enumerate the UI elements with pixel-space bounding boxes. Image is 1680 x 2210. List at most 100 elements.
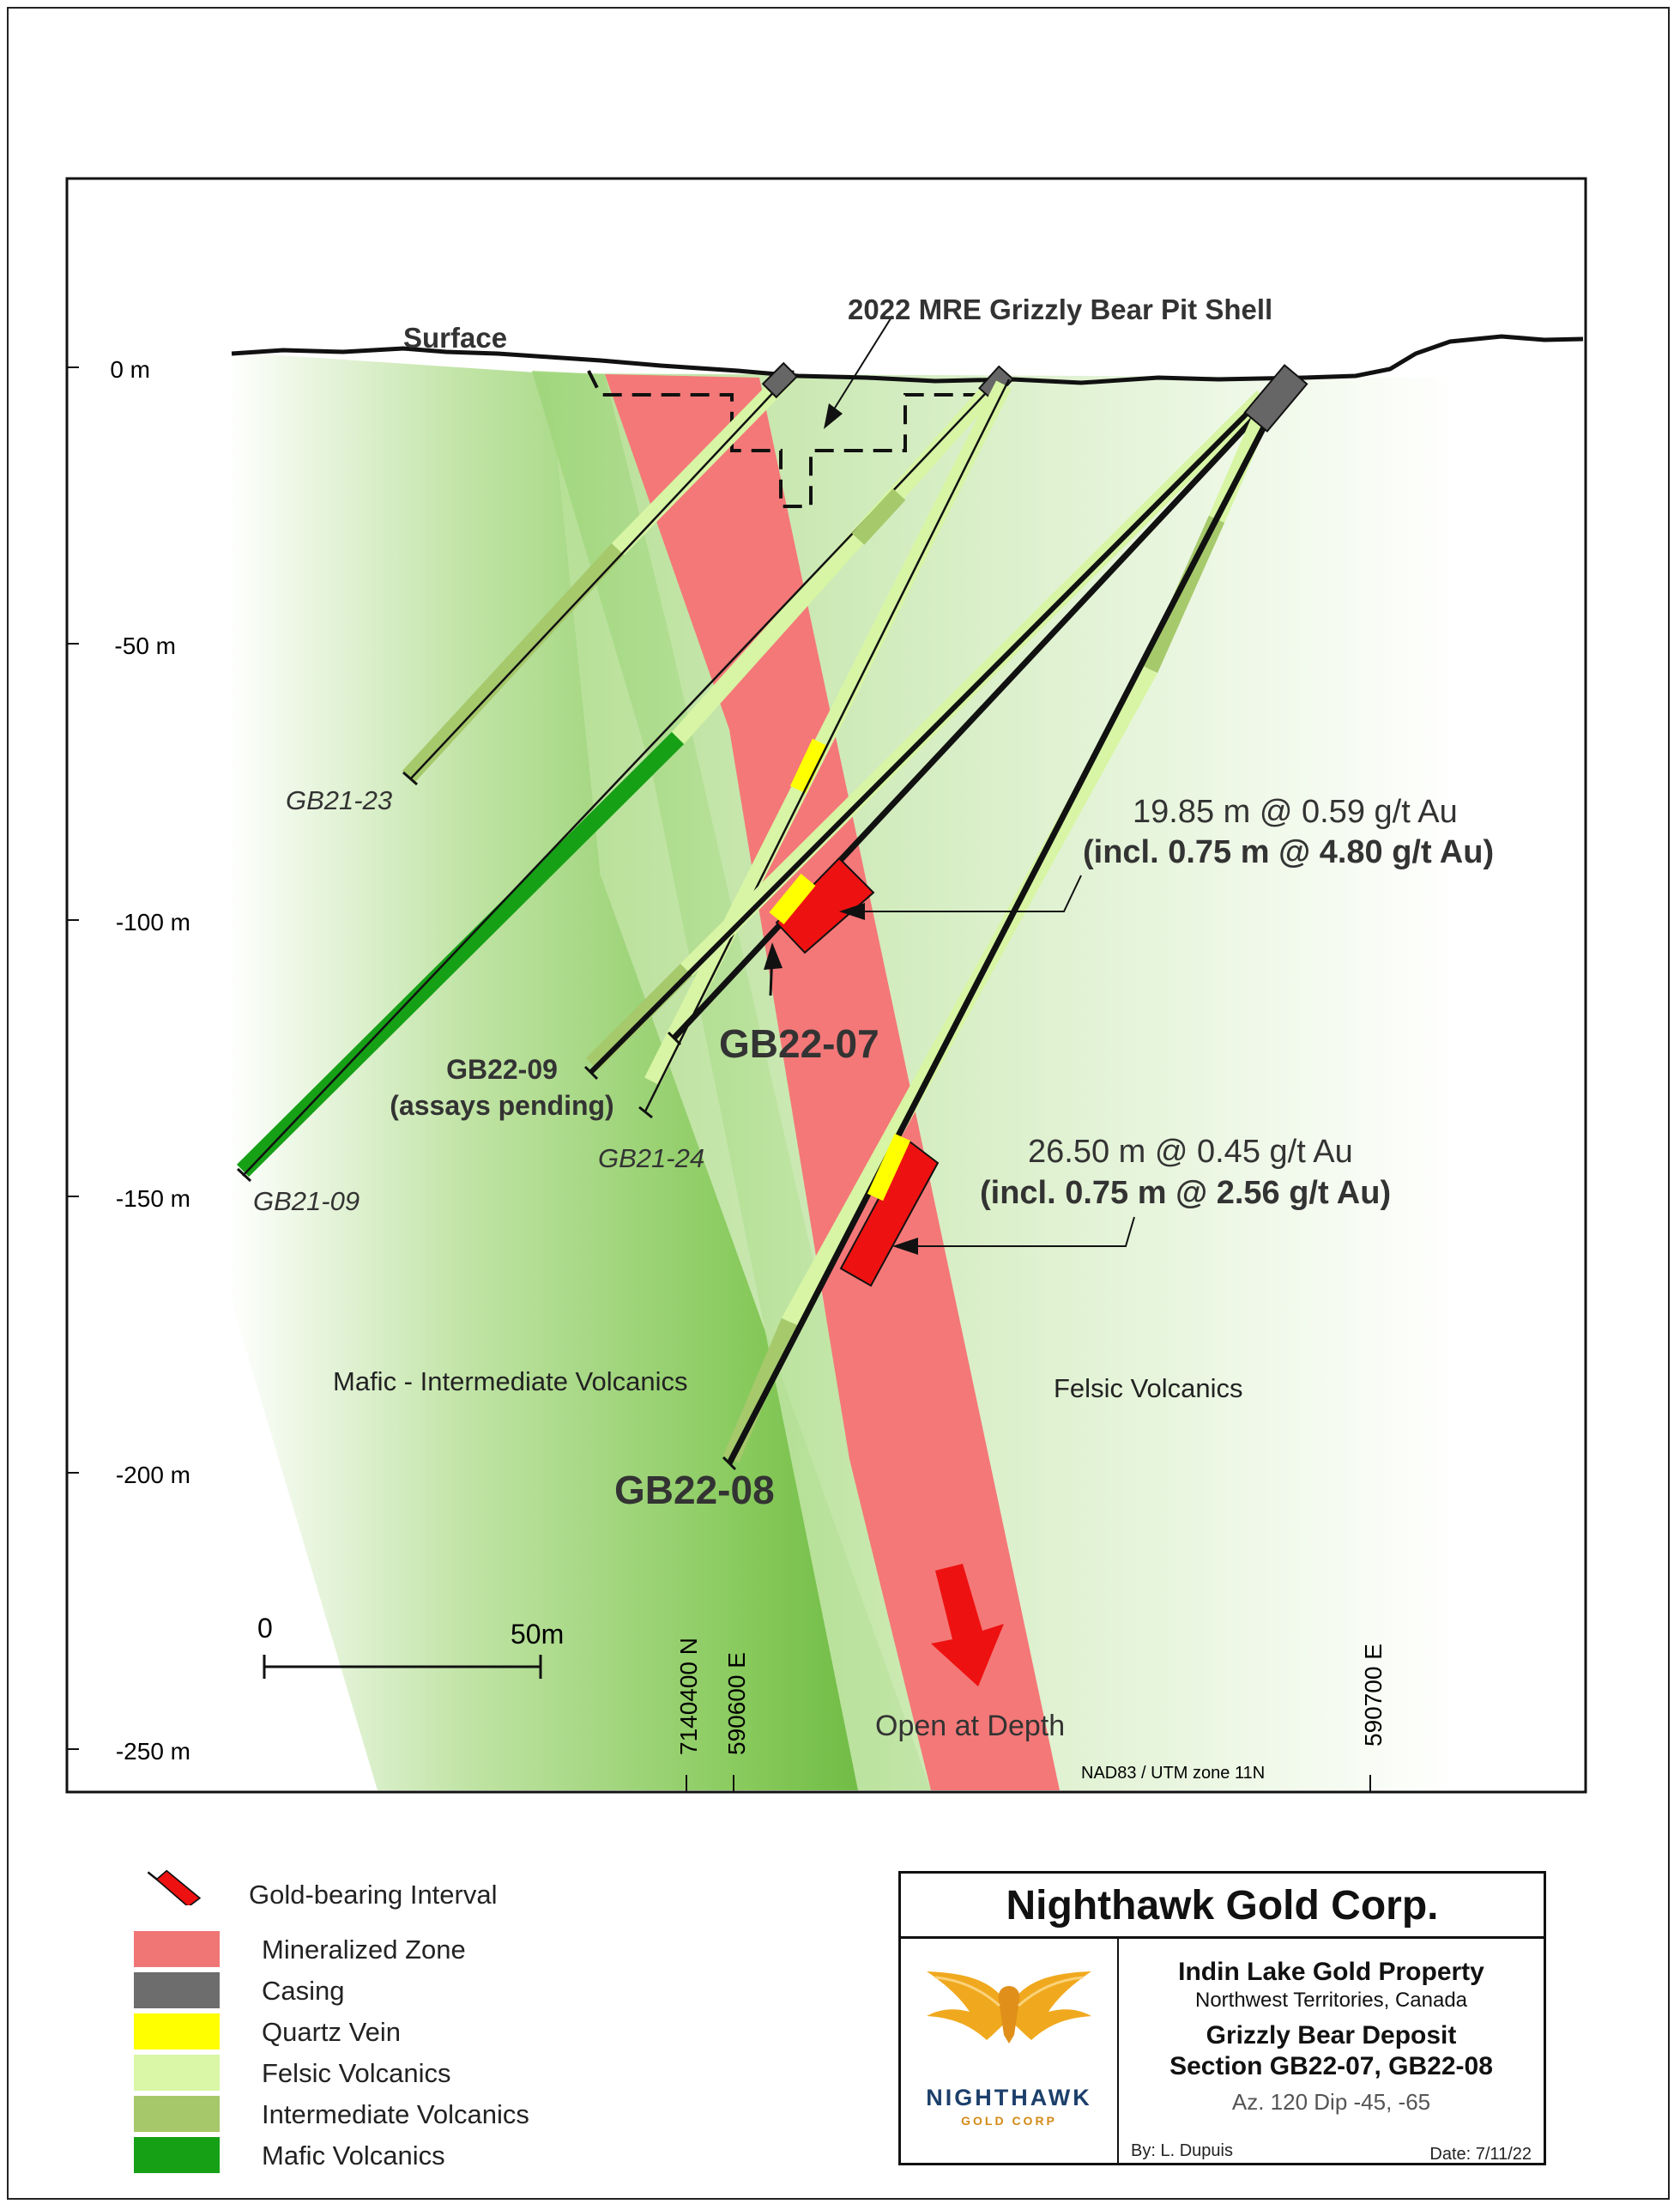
legend-swatch xyxy=(134,2055,220,2091)
logo-subwordmark: GOLD CORP xyxy=(961,2114,1057,2128)
depth-label: -150 m xyxy=(116,1185,190,1212)
company-name: Nighthawk Gold Corp. xyxy=(901,1874,1544,1939)
projection-label: NAD83 / UTM zone 11N xyxy=(1081,1764,1265,1783)
legend-item-felsic: Felsic Volcanics xyxy=(129,2055,729,2092)
gold-interval-icon xyxy=(147,1869,202,1905)
intermediate-volcanic-band xyxy=(532,371,935,1790)
pit-shell-leader xyxy=(831,315,893,413)
property-location: Northwest Territories, Canada xyxy=(1194,1989,1468,2012)
hole-end-cap xyxy=(638,1105,653,1119)
eagle-logo-icon xyxy=(927,1971,1091,2043)
grid-label-easting: 590600 E xyxy=(723,1652,750,1755)
title-block: Nighthawk Gold Corp. NIGHTHAWK GOLD CORP… xyxy=(898,1871,1546,2165)
hole-gb21-23-intermediate xyxy=(402,543,625,783)
cross-section-diagram: 0 m -50 m -100 m -150 m -200 m -250 m 71… xyxy=(65,177,1587,1794)
depth-label: -50 m xyxy=(114,633,176,659)
mafic-intermediate-area xyxy=(227,352,931,1790)
hole-gb21-23-casing xyxy=(761,361,799,399)
surface-line xyxy=(231,334,1584,385)
surface-label: Surface xyxy=(403,322,507,354)
open-at-depth-label: Open at Depth xyxy=(875,1710,1065,1742)
scale-bar-start: 0 xyxy=(257,1613,273,1644)
gb22-07-leader xyxy=(856,875,1082,912)
legend-label: Felsic Volcanics xyxy=(262,2058,451,2088)
legend-item-gold-interval: Gold-bearing Interval xyxy=(129,1869,729,1910)
pit-shell-arrowhead xyxy=(824,403,843,429)
title-info: Indin Lake Gold Property Northwest Terri… xyxy=(1119,1939,1544,2164)
legend-swatch xyxy=(134,2096,220,2132)
hole-gb21-24-quartz xyxy=(789,738,829,794)
legend-swatch xyxy=(134,1972,220,2008)
depth-label: -250 m xyxy=(116,1738,190,1765)
hole-end-cap xyxy=(402,771,418,786)
hole-label-gb22-08: GB22-08 xyxy=(614,1468,775,1512)
hole-gb22-casing xyxy=(1243,364,1308,433)
gb22-08-gold-interval xyxy=(839,1140,940,1287)
hole-gb21-24-trace xyxy=(644,378,1011,1112)
hole-end-cap xyxy=(236,1167,252,1183)
intercept-gb22-07-incl: (incl. 0.75 m @ 4.80 g/t Au) xyxy=(1083,834,1494,870)
legend-item-mineralized-zone: Mineralized Zone xyxy=(129,1931,729,1969)
pit-shell-label: 2022 MRE Grizzly Bear Pit Shell xyxy=(848,294,1272,325)
pit-shell-outline xyxy=(587,370,988,508)
section-name: Section GB22-07, GB22-08 xyxy=(1169,2052,1493,2080)
logo-wordmark: NIGHTHAWK xyxy=(926,2085,1092,2110)
hole-label-gb21-24: GB21-24 xyxy=(598,1143,704,1173)
grid-label-northing: 7140400 N xyxy=(675,1638,702,1755)
deposit-name: Grizzly Bear Deposit xyxy=(1206,2021,1457,2050)
section-orientation: Az. 120 Dip -45, -65 xyxy=(1231,2089,1431,2115)
hole-gb21-09-felsic xyxy=(671,376,1004,744)
intercept-gb22-07-main: 19.85 m @ 0.59 g/t Au xyxy=(1133,794,1458,830)
hole-gb22-07-trace xyxy=(671,390,1281,1041)
hole-label-gb21-09: GB21-09 xyxy=(253,1186,360,1216)
property-name: Indin Lake Gold Property xyxy=(1178,1958,1484,1986)
hole-label-gb22-09-status: (assays pending) xyxy=(390,1090,613,1121)
rock-label-felsic: Felsic Volcanics xyxy=(1054,1373,1243,1403)
legend-item-casing: Casing xyxy=(129,1972,729,2010)
scale-bar-end: 50m xyxy=(511,1619,564,1650)
legend-swatch xyxy=(134,2013,220,2050)
rock-label-mafic-intermediate: Mafic - Intermediate Volcanics xyxy=(333,1366,688,1396)
hole-label-gb22-09: GB22-09 xyxy=(446,1054,558,1085)
author: By: L. Dupuis xyxy=(1131,2141,1233,2160)
hole-gb22-09-intermediate xyxy=(585,963,693,1071)
depth-label: -200 m xyxy=(116,1462,190,1488)
date: Date: 7/11/22 xyxy=(1429,2145,1532,2164)
hole-label-gb22-07: GB22-07 xyxy=(719,1021,879,1066)
depth-axis xyxy=(67,366,79,1750)
legend-label: Gold-bearing Interval xyxy=(249,1880,498,1910)
page-frame xyxy=(7,7,1670,2200)
hole-gb21-23-felsic xyxy=(611,369,795,556)
hole-gb22-08-trace xyxy=(726,389,1286,1465)
legend-label: Mineralized Zone xyxy=(262,1935,466,1965)
legend-label: Mafic Volcanics xyxy=(262,2140,445,2171)
mineralized-zone xyxy=(605,374,1060,1790)
hole-gb21-24-felsic xyxy=(644,380,1012,1086)
legend-label: Casing xyxy=(262,1976,345,2006)
legend-label: Intermediate Volcanics xyxy=(262,2099,529,2129)
company-logo: NIGHTHAWK GOLD CORP xyxy=(901,1939,1119,2163)
legend-swatch xyxy=(134,1931,220,1967)
grid-label-easting: 590700 E xyxy=(1360,1644,1387,1747)
hole-gb21-24-intermediate xyxy=(851,488,906,545)
hole-end-cap xyxy=(583,1065,599,1081)
open-at-depth-arrow xyxy=(931,1564,1004,1686)
scale-bar xyxy=(263,1655,542,1679)
gb22-07-leader-arrow xyxy=(839,903,865,920)
legend-label: Quartz Vein xyxy=(262,2017,401,2047)
legend-item-mafic: Mafic Volcanics xyxy=(129,2137,729,2175)
gb22-07-label-pointer-arrow xyxy=(764,942,783,970)
intercept-gb22-08-main: 26.50 m @ 0.45 g/t Au xyxy=(1028,1134,1353,1170)
legend-item-intermediate: Intermediate Volcanics xyxy=(129,2096,729,2134)
intercept-gb22-08-incl: (incl. 0.75 m @ 2.56 g/t Au) xyxy=(980,1175,1391,1211)
gb22-08-quartz-vein xyxy=(867,1133,911,1202)
legend: Gold-bearing Interval Mineralized Zone C… xyxy=(129,1869,729,2189)
depth-label: 0 m xyxy=(110,356,150,383)
gb22-07-quartz-vein xyxy=(769,874,816,924)
hole-gb22-09-trace xyxy=(588,388,1272,1075)
hole-end-cap xyxy=(722,1456,737,1471)
hole-end-cap xyxy=(667,1031,682,1046)
gb22-08-leader-arrow xyxy=(892,1238,918,1255)
depth-label: -100 m xyxy=(116,909,190,935)
gb22-08-leader xyxy=(909,1216,1135,1247)
